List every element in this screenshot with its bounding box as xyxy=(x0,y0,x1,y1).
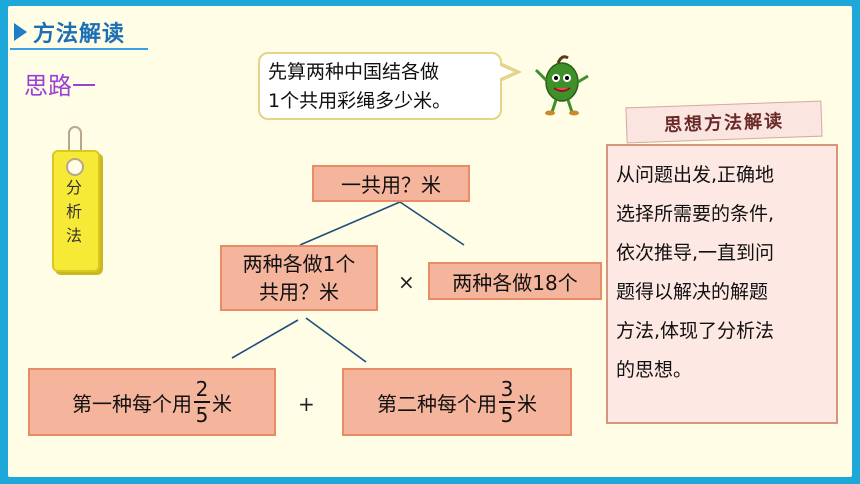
plus-sign: + xyxy=(298,392,315,416)
second-unit: 米 xyxy=(517,391,537,416)
thought-line: 题得以解决的解题 xyxy=(616,281,769,303)
each-line-2: 共用？米 xyxy=(258,280,339,304)
pepper-mascot-icon xyxy=(534,55,589,116)
total-box: 一共用？米 xyxy=(312,165,470,202)
times-sign: × xyxy=(398,270,415,294)
count-box: 两种各做18个 xyxy=(428,262,602,300)
method-tag-text: 分 析 法 xyxy=(52,176,96,248)
tag-char: 分 xyxy=(65,178,82,197)
first-denominator: 5 xyxy=(195,403,209,427)
second-denominator: 5 xyxy=(500,403,514,427)
second-prefix: 第二种每个用 xyxy=(377,391,497,416)
thought-line: 依次推导,一直到问 xyxy=(616,242,775,264)
thought-line: 方法,体现了分析法 xyxy=(616,320,775,342)
bubble-line: 先算两种中国结各做 xyxy=(268,61,440,83)
thought-line: 选择所需要的条件, xyxy=(616,203,775,225)
thought-banner: 思想方法解读 xyxy=(625,100,823,144)
section-title: 方法解读 xyxy=(33,22,126,47)
thought-line: 的思想。 xyxy=(616,359,693,381)
first-box: 第一种每个用 2 5 米 xyxy=(28,368,276,436)
second-fraction: 3 5 xyxy=(499,378,515,426)
play-triangle-icon xyxy=(14,23,27,41)
second-numerator: 3 xyxy=(500,377,514,401)
tag-string xyxy=(68,126,82,164)
tag-char: 法 xyxy=(65,226,82,245)
tag-hole xyxy=(66,158,84,176)
fraction-bar xyxy=(194,401,210,403)
approach-subtitle: 思路一 xyxy=(24,72,96,100)
first-unit: 米 xyxy=(212,391,232,416)
bubble-tail-inner xyxy=(498,65,514,79)
header-underline xyxy=(10,48,148,50)
total-text: 一共用？米 xyxy=(341,173,441,197)
each-line-1: 两种各做1个 xyxy=(242,252,356,276)
count-text: 两种各做18个 xyxy=(452,270,578,295)
second-box: 第二种每个用 3 5 米 xyxy=(342,368,572,436)
thought-line: 从问题出发,正确地 xyxy=(616,164,775,186)
each-box: 两种各做1个 共用？米 xyxy=(220,245,378,311)
fraction-bar xyxy=(499,401,515,403)
section-header: 方法解读 xyxy=(14,16,125,48)
first-numerator: 2 xyxy=(195,377,209,401)
tag-char: 析 xyxy=(65,202,82,221)
thought-panel: 从问题出发,正确地 选择所需要的条件, 依次推导,一直到问 题得以解决的解题 方… xyxy=(606,144,838,424)
bubble-line: 1个共用彩绳多少米。 xyxy=(268,90,452,112)
speech-bubble: 先算两种中国结各做 1个共用彩绳多少米。 xyxy=(258,52,502,120)
first-prefix: 第一种每个用 xyxy=(72,391,192,416)
first-fraction: 2 5 xyxy=(194,378,210,426)
